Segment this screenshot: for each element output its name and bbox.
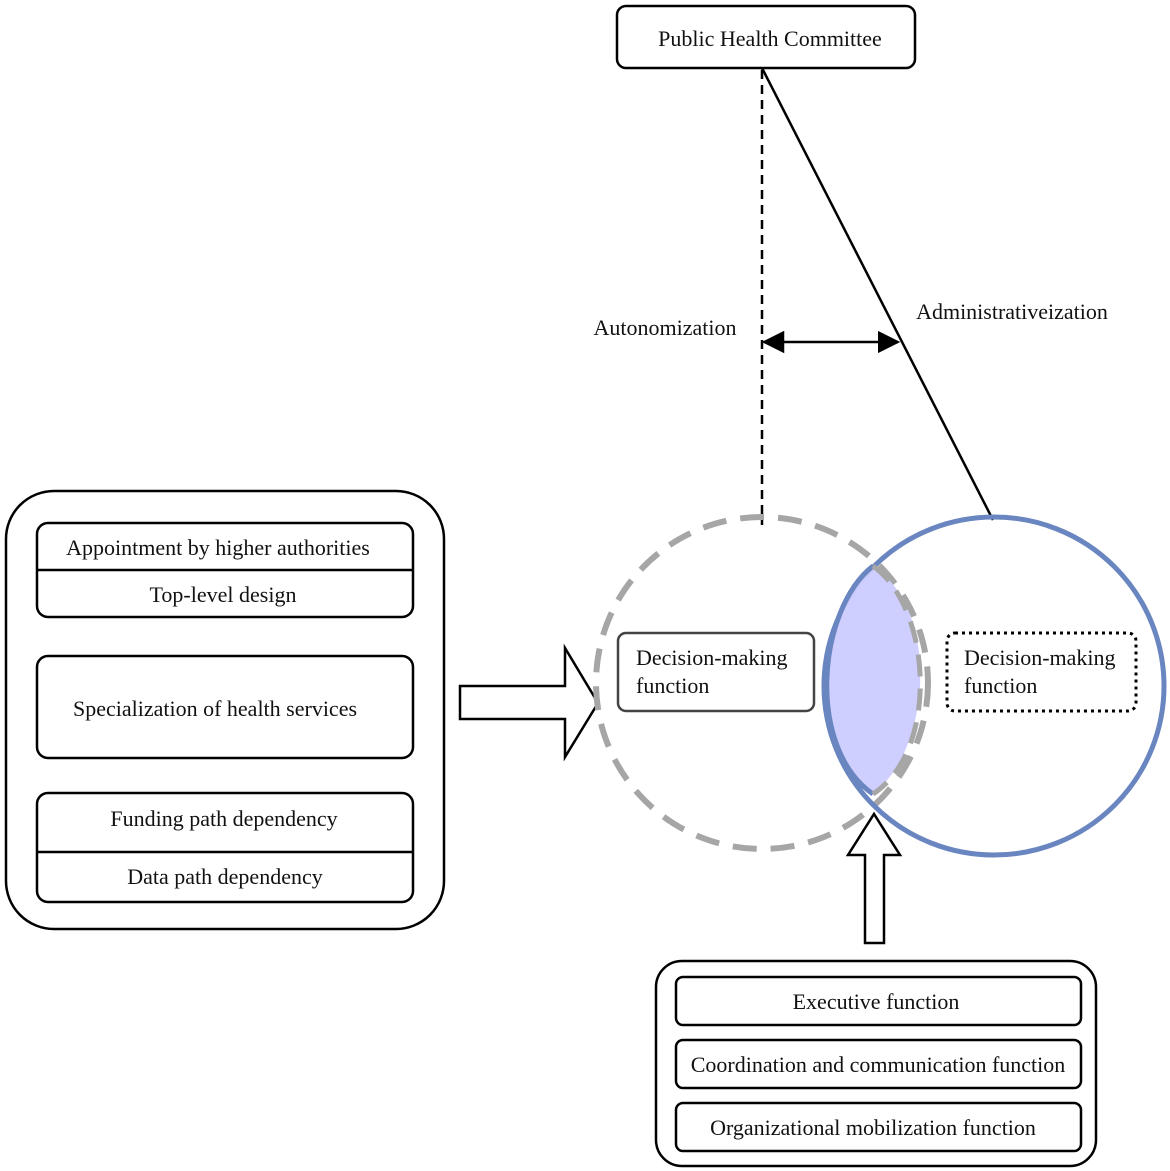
organizational-mobilization-label: Organizational mobilization function [710,1115,1036,1140]
public-health-committee-node: Public Health Committee [615,4,917,70]
left-factors-group: Appointment by higher authorities Top-le… [4,489,446,931]
administrativeization-solid-line [760,67,995,521]
right-decision-making-box: Decision-making function [945,631,1138,713]
administrative-solid-circle [821,514,1167,858]
right-decision-line2: function [964,673,1037,698]
executive-function-box [674,975,1083,1027]
organizational-mobilization-box [674,1101,1083,1153]
funding-path-label: Funding path dependency [110,806,337,831]
overlap-lens [826,566,921,794]
right-decision-line1: Decision-making [964,645,1116,670]
right-block-arrow [458,643,600,762]
left-decision-line2: function [636,673,709,698]
specialization-box [35,654,415,760]
up-block-arrow [845,811,903,945]
bottom-functions-group: Executive function Coordination and comm… [654,959,1098,1168]
bottom-pair-box [35,791,415,904]
coordination-function-box [674,1038,1083,1090]
executive-function-label: Executive function [793,989,960,1014]
appointment-label: Appointment by higher authorities [66,535,370,560]
coordination-function-label: Coordination and communication function [691,1052,1066,1077]
left-decision-line1: Decision-making [636,645,788,670]
top-level-design-label: Top-level design [150,582,297,607]
public-health-committee-label: Public Health Committee [658,26,882,51]
left-decision-making-box: Decision-making function [616,631,816,713]
data-path-label: Data path dependency [127,864,322,889]
specialization-label: Specialization of health services [73,696,357,721]
administrativeization-label: Administrativeization [916,299,1108,324]
autonomy-dashed-circle [593,514,931,852]
autonomization-label: Autonomization [594,315,737,340]
